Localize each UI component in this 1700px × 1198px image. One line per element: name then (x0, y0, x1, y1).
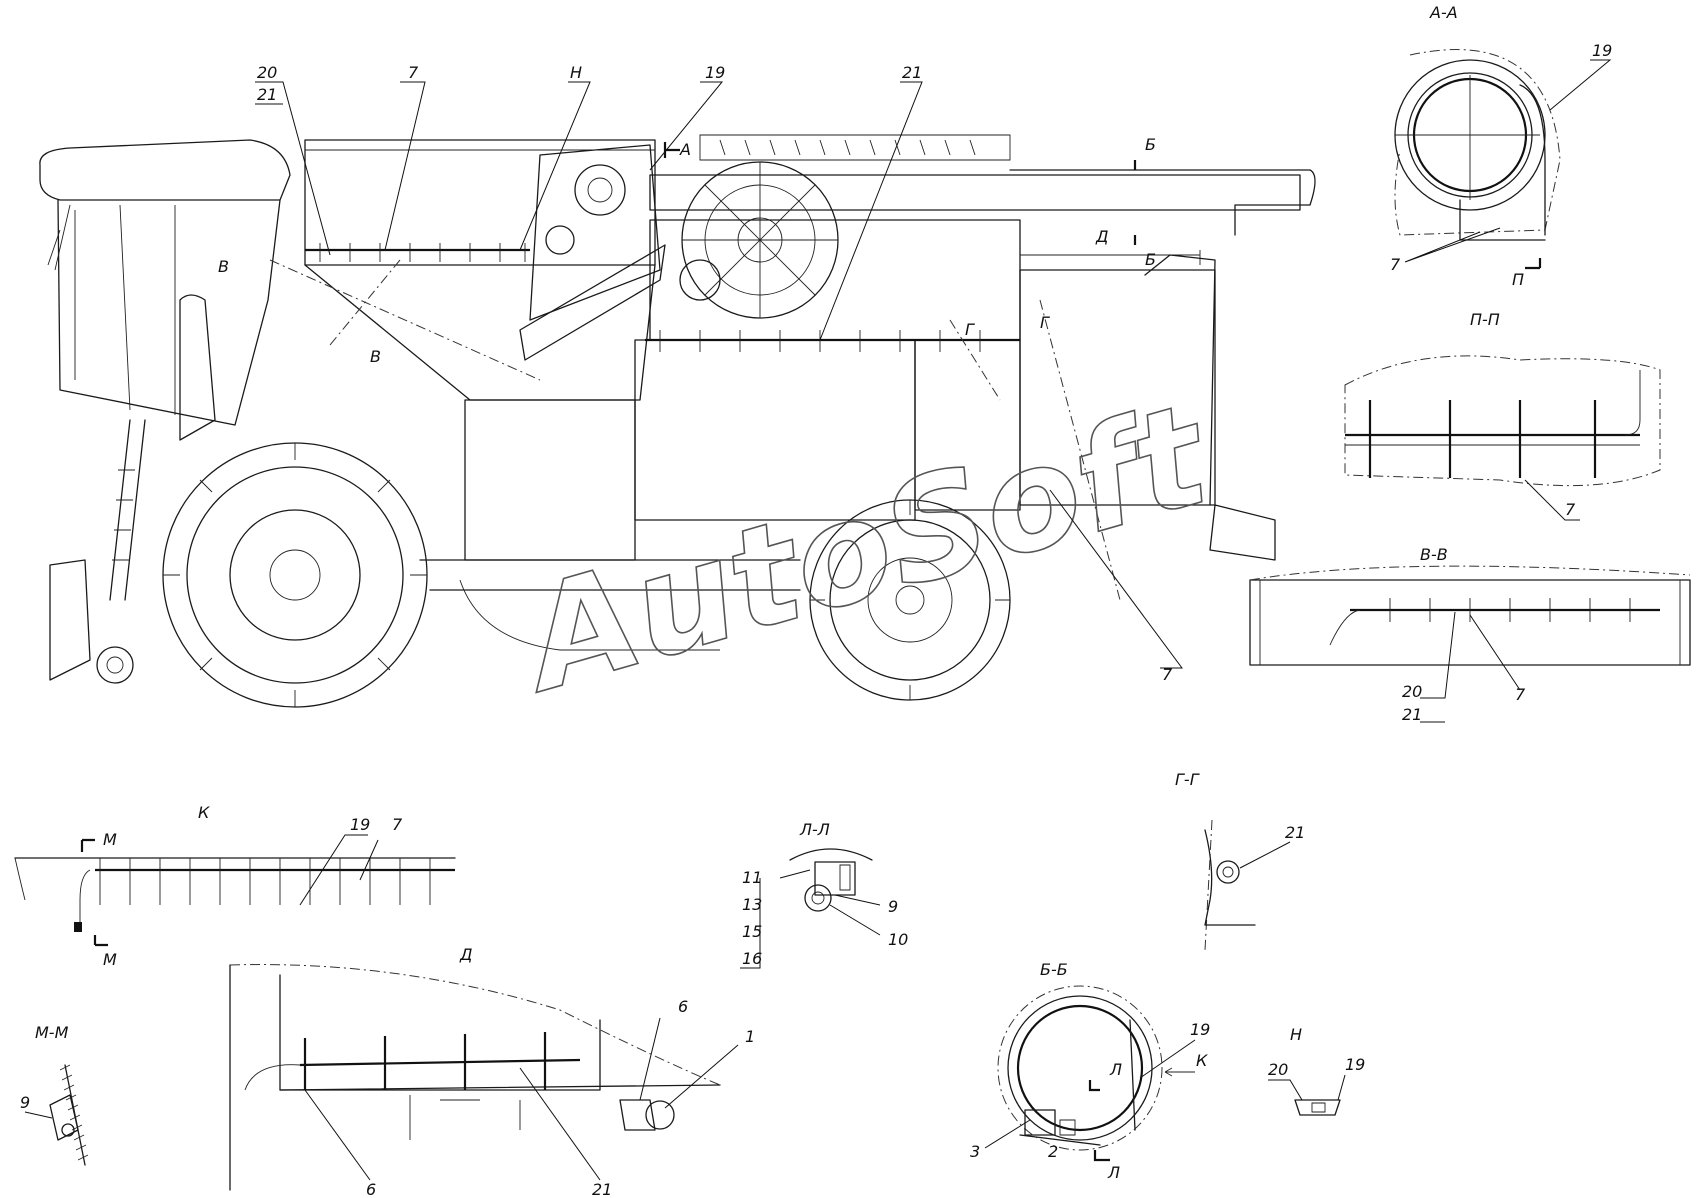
view-mm: М-М 9 (20, 1023, 89, 1166)
main-view-combine: AutoSoft (39, 134, 1316, 726)
view-bb-callout-19: 19 (1190, 1020, 1210, 1039)
view-d: Д 6 1 6 21 (229, 945, 755, 1198)
view-k-section-m-top: М (103, 830, 117, 849)
section-mark-d: Д (1095, 227, 1109, 246)
callout-21: 21 (257, 85, 277, 104)
view-gg: Г-Г 21 (1175, 770, 1305, 951)
view-d-title: Д (459, 945, 473, 964)
view-vv-title: В-В (1420, 545, 1448, 564)
view-ll: Л-Л 11 13 15 16 9 10 (740, 820, 908, 969)
view-k: К 19 7 М М (14, 803, 456, 969)
view-d-callout-6-left: 6 (366, 1180, 376, 1198)
section-mark-v-top: В (218, 257, 229, 276)
callout-19: 19 (705, 63, 725, 82)
view-vv-callout-7: 7 (1515, 685, 1526, 704)
callout-20: 20 (257, 63, 277, 82)
callout-7: 7 (408, 63, 419, 82)
view-bb-section-l-top: Л (1109, 1060, 1122, 1079)
view-bb-section-l-bottom: Л (1107, 1163, 1120, 1182)
section-mark-b-bottom: Б (1145, 250, 1156, 269)
view-d-callout-21: 21 (592, 1180, 612, 1198)
view-ll-callout-16: 16 (742, 949, 762, 968)
view-bb-callout-3: 3 (970, 1142, 980, 1161)
view-pp-callout-7: 7 (1565, 500, 1576, 519)
watermark-text: AutoSoft (500, 373, 1228, 726)
section-mark-a: А (679, 140, 691, 159)
section-mark-g-right: Г (1040, 313, 1050, 332)
section-mark-v-bottom: В (370, 347, 381, 366)
view-k-callout-19: 19 (350, 815, 370, 834)
view-mm-title: М-М (35, 1023, 69, 1042)
view-vv: В-В 20 21 7 (1249, 545, 1691, 724)
section-mark-b-top: Б (1145, 135, 1156, 154)
view-vv-callout-20: 20 (1402, 682, 1422, 701)
view-aa-title: А-А (1429, 3, 1458, 22)
view-ll-callout-10: 10 (888, 930, 908, 949)
view-vv-callout-21: 21 (1402, 705, 1422, 724)
view-ll-callout-13: 13 (742, 895, 762, 914)
view-d-callout-6-right: 6 (678, 997, 688, 1016)
callout-n: Н (570, 63, 582, 82)
view-gg-callout-21: 21 (1285, 823, 1305, 842)
view-h: Н 20 19 (1268, 1025, 1365, 1116)
callout-7-bottom: 7 (1162, 665, 1173, 684)
view-pp-title: П-П (1470, 310, 1500, 329)
view-aa-callout-7: 7 (1390, 255, 1401, 274)
view-h-callout-19: 19 (1345, 1055, 1365, 1074)
view-ll-title: Л-Л (799, 820, 830, 839)
view-bb: Б-Б 19 К Л 3 2 Л (970, 960, 1210, 1182)
view-aa: А-А 19 7 П (1390, 3, 1612, 289)
view-k-callout-7: 7 (392, 815, 403, 834)
main-view-labels: 20 21 7 Н 19 21 А Б Д Б В В Г Г 7 (218, 63, 1183, 684)
callout-21-b: 21 (902, 63, 922, 82)
view-aa-callout-19: 19 (1592, 41, 1612, 60)
view-pp: П-П 7 (1344, 310, 1661, 521)
section-mark-g-left: Г (965, 320, 975, 339)
view-ll-callout-9: 9 (888, 897, 898, 916)
view-ll-callout-11: 11 (742, 868, 762, 887)
view-d-callout-1: 1 (745, 1027, 755, 1046)
view-gg-title: Г-Г (1175, 770, 1200, 789)
view-bb-callout-2: 2 (1048, 1142, 1058, 1161)
view-ll-callout-15: 15 (742, 922, 762, 941)
view-bb-title: Б-Б (1040, 960, 1068, 979)
view-aa-section-p: П (1512, 270, 1524, 289)
view-bb-view-k-mark: К (1196, 1051, 1208, 1070)
view-k-section-m-bottom: М (103, 950, 117, 969)
view-mm-callout-9: 9 (20, 1093, 30, 1112)
view-k-title: К (198, 803, 210, 822)
view-h-title: Н (1290, 1025, 1302, 1044)
view-h-callout-20: 20 (1268, 1060, 1288, 1079)
